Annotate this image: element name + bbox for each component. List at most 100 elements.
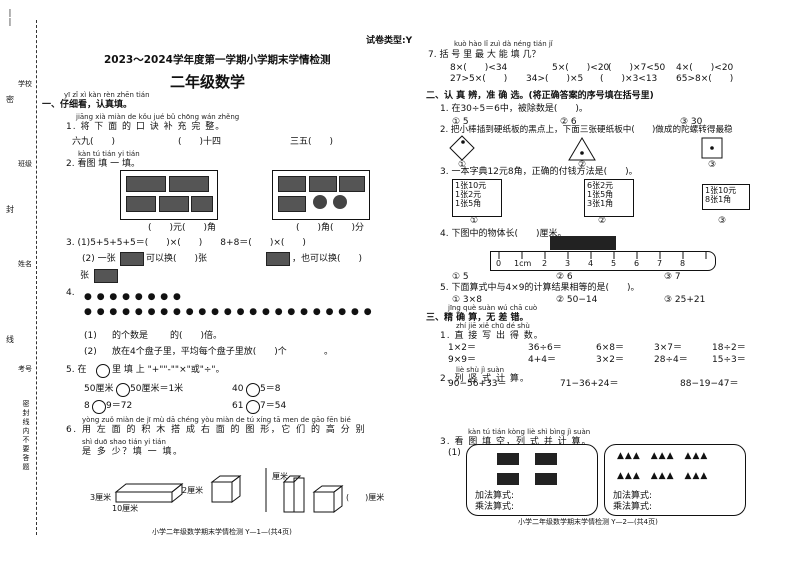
s2-q1-opt-1: ① 5 [452,117,469,127]
q7-text: 7. 括 号 里 最 大 能 填 几？ [428,50,541,60]
circle-blank-icon [92,400,106,414]
binding-dashed-line [36,20,37,535]
q7-row-1a: 8×( )<34 [450,63,508,73]
s1-title: 一、仔细看，认真填。 [42,100,133,110]
q7-pinyin: kuò hào lǐ zuì dà néng tián jǐ [454,40,553,48]
q6-label-cm: 厘米 [272,472,288,481]
q1-pinyin: jiāng xià miàn de kǒu jué bǔ chōng wán z… [76,113,240,121]
vertical-calc-3: 88−19−47＝ [680,379,739,389]
q5-item-1: 50厘米 [84,384,114,394]
calc-1-5: 18÷2＝ [712,343,746,353]
s2-q4-opt-2: ② 6 [556,272,573,282]
calc-2-2: 4+4＝ [528,355,556,365]
q5-item-6: 9＝72 [106,401,133,411]
s2-q4-text: 4. 下图中的物体长( )厘米。 [440,229,567,239]
q7-row-1c: ( )×7<50 [608,63,666,73]
s2-q4-opt-3: ③ 7 [664,272,681,282]
binding-field-class: 班级 [18,160,32,168]
q2-blank-2: ( )角( )分 [296,223,365,233]
q6-text-2: 是 多 少？填 一 填。 [82,447,184,457]
s3-q3-sub: (1) [448,448,461,458]
s3-q1-pinyin: zhí jiē xiě chū dé shù [456,322,530,330]
picture-box-2: ▲▲▲ ▲▲▲ ▲▲▲ ▲▲▲ ▲▲▲ ▲▲▲ 加法算式: 乘法算式: [604,444,746,516]
q3-line-2c: ，也可以换( ) [292,254,363,264]
binding-field-id: 考号 [18,365,32,373]
s2-q3-num-1: ① [470,216,479,226]
s2-q3-num-2: ② [598,216,607,226]
q5-text-2: 里 填 上 "+""-""×"或"÷"。 [112,365,225,375]
q3-line-1: 3. (1)5+5+5+5＝( )×( ) 8+8＝( )×( ) [66,238,306,248]
q4-line-2b: 放在4个盘子里，平均每个盘子里放( )个 [112,347,287,357]
binding-label-2: 封 [6,205,14,214]
ruler: 0 1cm 2 3 4 5 6 7 8 [490,251,716,271]
s2-q1-opt-2: ② 6 [560,117,577,127]
circle-blank-icon [96,364,110,378]
multiplication-formula-label-1: 乘法算式: [475,502,515,512]
s2-q1-opt-3: ③ 30 [680,117,703,127]
calc-1-2: 36÷6＝ [528,343,562,353]
s2-title: 二、认 真 辨，准 确 选。(将正确答案的序号填在括号里) [426,91,654,101]
banknote-icon [266,252,290,266]
q3-line-2a: (2) 一张 [82,254,116,264]
s2-q2-opt-2: ② [578,160,587,170]
s3-q2-text: 2. 列 竖 式 计 算。 [440,374,530,384]
banknote-icon [120,252,144,266]
s3-q3-text: 3. 看 图 填 空，列 式 并 计 算。 [440,437,592,447]
q5-item-4: 5＝8 [260,384,281,394]
q2-text: 2. 看图 填 一 填。 [66,159,141,169]
s3-title: 三、精 确 算，无 差 错。 [426,313,529,323]
binding-field-name: 姓名 [18,260,32,268]
s2-q4-opt-1: ① 5 [452,272,469,282]
pear-row: ● ● ● ● ● ● ● ● ● ● ● ● ● ● ● ● ● ● ● ● … [84,307,373,317]
q6-label-10cm: 10厘米 [112,504,139,513]
s3-q1-text: 1. 直 接 写 出 得 数。 [440,331,544,341]
footer-left: 小学二年级数学期末学情检测 Y—1—(共4页) [152,528,292,536]
s2-q3-text: 3. 一本字典12元8角，正确的付钱方法是( )。 [440,167,638,177]
circle-blank-icon [246,383,260,397]
binding-label-3: 线 [6,335,14,344]
q3-line-2b: 可以换( )张 [146,254,208,264]
q1-item-2: ( )十四 [178,137,222,147]
q3-line-2d: 张 [80,271,90,281]
q6-text-1: 6. 用 左 面 的 积 木 搭 成 右 面 的 图 形，它 们 的 高 分 别 [66,425,367,435]
s3-q2-pinyin: liè shù jì suàn [456,366,505,374]
s2-q2-text: 2. 把小棒插到硬纸板的黑点上，下面三张硬纸板中( )做成的陀螺转得最稳 [440,125,733,135]
q5-item-8: 7＝54 [260,401,287,411]
exam-title: 2023～2024学年度第一学期小学期末学情检测 [104,54,331,66]
s2-q2-opt-3: ③ [708,160,717,170]
q1-text: 1. 将 下 面 的 口 诀 补 充 完 整。 [66,122,226,132]
calc-2-3: 3×2＝ [596,355,624,365]
q7-row-2a: 27>5×( ) [450,74,508,84]
q1-item-3: 三五( ) [290,137,334,147]
footer-right: 小学二年级数学期末学情检测 Y—2—(共4页) [518,518,658,526]
q4-line-1b: 的个数是 [112,331,149,341]
vertical-calc-1: 90−56+33＝ [448,379,507,389]
q1-item-1: 六九( ) [72,137,116,147]
q5-item-5: 8 [84,401,90,411]
addition-formula-label-2: 加法算式: [613,491,653,501]
q7-row-2d: 65>8×( ) [676,74,734,84]
money-picture-1 [120,170,218,220]
q4-line-2: (2) [84,347,97,357]
exam-type: 试卷类型:Y [366,36,413,46]
binding-label-1: 密 [6,95,14,104]
s3-q3-pinyin: kàn tú tián kòng liè shì bìng jì suàn [468,428,591,436]
q6-pinyin-2: shì duō shao tián yi tián [82,438,166,446]
s2-q2-opt-1: ① [458,160,467,170]
object-on-ruler-icon [550,236,616,250]
vertical-calc-2: 71−36+24＝ [560,379,619,389]
s2-q5-text: 5. 下面算式中与4×9的计算结果相等的是( )。 [440,283,640,293]
picture-box-1: 加法算式: 乘法算式: [466,444,598,516]
calc-1-4: 3×7＝ [654,343,682,353]
calc-1-3: 6×8＝ [596,343,624,353]
money-picture-2 [272,170,370,220]
circle-blank-icon [246,400,260,414]
q5-text: 5. 在 [66,365,87,375]
calc-1-1: 1×2＝ [448,343,476,353]
calc-2-4: 28÷4＝ [654,355,688,365]
addition-formula-label-1: 加法算式: [475,491,515,501]
s2-q5-opt-2: ② 50−14 [556,295,598,305]
s2-q3-num-3: ③ [718,216,727,226]
q2-blank-1: ( )元( )角 [148,223,217,233]
